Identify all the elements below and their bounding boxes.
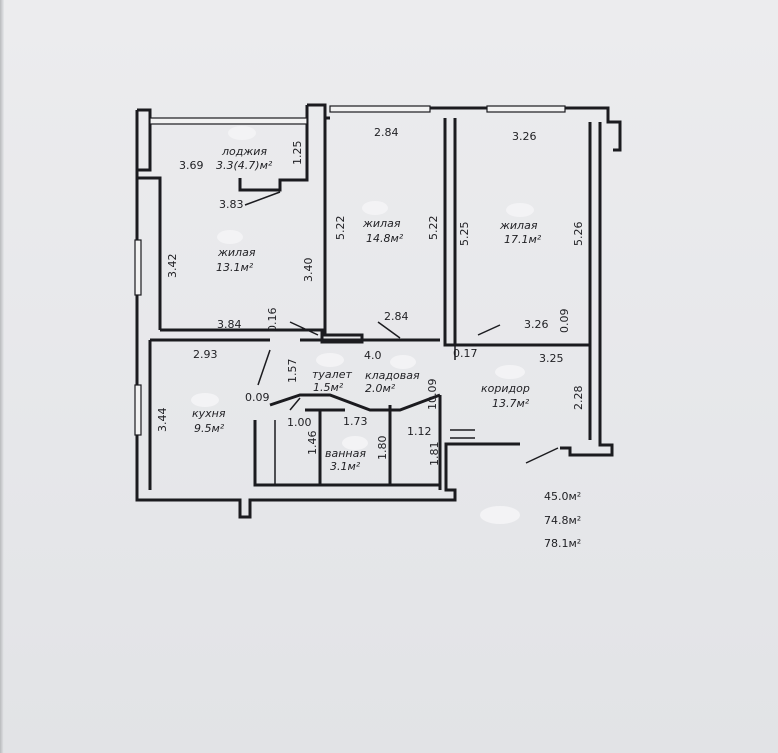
dim-label: 3.83 (219, 198, 244, 211)
sheet-edge-shadow (0, 0, 4, 753)
room-labels: лоджия 3.3(4.7)м² жилая 13.1м² жилая 14.… (192, 145, 542, 473)
window-left-room (134, 239, 142, 296)
window-right-room (486, 105, 566, 113)
loggia-window (149, 117, 308, 125)
storage-name: кладовая (365, 369, 420, 382)
total-area: 74.8м² (544, 514, 581, 527)
living-mid-area: 14.8м² (366, 232, 404, 245)
loggia-area: 3.3(4.7)м² (216, 159, 273, 172)
toilet-name: туалет (312, 368, 352, 381)
dimension-labels: 3.69 1.25 2.84 3.26 3.83 5.22 5.22 5.25 … (156, 126, 585, 466)
living-mid-name: жилая (362, 217, 401, 230)
living-left-name: жилая (217, 246, 256, 259)
dim-label: 2.84 (384, 310, 409, 323)
bath-name: ванная (325, 447, 366, 460)
kitchen-name: кухня (192, 407, 226, 420)
dim-label: 0.17 (453, 347, 478, 360)
dim-label: 2.28 (572, 386, 585, 411)
loggia-name: лоджия (221, 145, 267, 158)
dim-label: 3.25 (539, 352, 564, 365)
interior-walls (148, 118, 590, 490)
dim-label: 3.69 (179, 159, 204, 172)
dim-label: 0.09 (558, 309, 571, 334)
living-right-name: жилая (499, 219, 538, 232)
redaction-blots (191, 126, 534, 524)
dim-label: 10.09 (426, 379, 439, 411)
dim-label: 2.84 (374, 126, 399, 139)
dim-label: 2.93 (193, 348, 218, 361)
dim-label: 3.42 (166, 254, 179, 279)
dim-label: 1.73 (343, 415, 368, 428)
dim-label: 5.25 (458, 222, 471, 247)
dim-label: 3.26 (512, 130, 537, 143)
dim-label: 0.09 (245, 391, 270, 404)
dim-label: 4.0 (364, 349, 382, 362)
bath-area: 3.1м² (330, 460, 361, 473)
corridor-area: 13.7м² (492, 397, 530, 410)
dim-label: 1.12 (407, 425, 432, 438)
total-area-with-loggia: 78.1м² (544, 537, 581, 550)
dim-label: 1.25 (291, 141, 304, 166)
living-right-area: 17.1м² (504, 233, 542, 246)
area-totals: 45.0м² 74.8м² 78.1м² (544, 490, 581, 550)
dim-label: 1.57 (286, 359, 299, 384)
dim-label: 3.44 (156, 408, 169, 433)
dim-label: 1.46 (306, 431, 319, 456)
corridor-name: коридор (481, 382, 530, 395)
total-living-area: 45.0м² (544, 490, 581, 503)
toilet-area: 1.5м² (313, 381, 344, 394)
dim-label: 3.40 (302, 258, 315, 283)
dim-label: 0.16 (266, 308, 279, 333)
living-left-area: 13.1м² (216, 261, 254, 274)
dim-label: 5.22 (334, 216, 347, 241)
dim-label: 5.26 (572, 222, 585, 247)
window-kitchen (134, 384, 142, 436)
dim-label: 1.00 (287, 416, 312, 429)
dim-label: 5.22 (427, 216, 440, 241)
leader-lines (244, 191, 590, 464)
dim-label: 1.81 (428, 442, 441, 467)
window-mid-room (329, 105, 431, 113)
dim-label: 3.84 (217, 318, 242, 331)
dim-label: 1.80 (376, 436, 389, 461)
kitchen-area: 9.5м² (194, 422, 225, 435)
windows (134, 105, 566, 436)
dim-label: 3.26 (524, 318, 549, 331)
storage-area: 2.0м² (365, 382, 396, 395)
